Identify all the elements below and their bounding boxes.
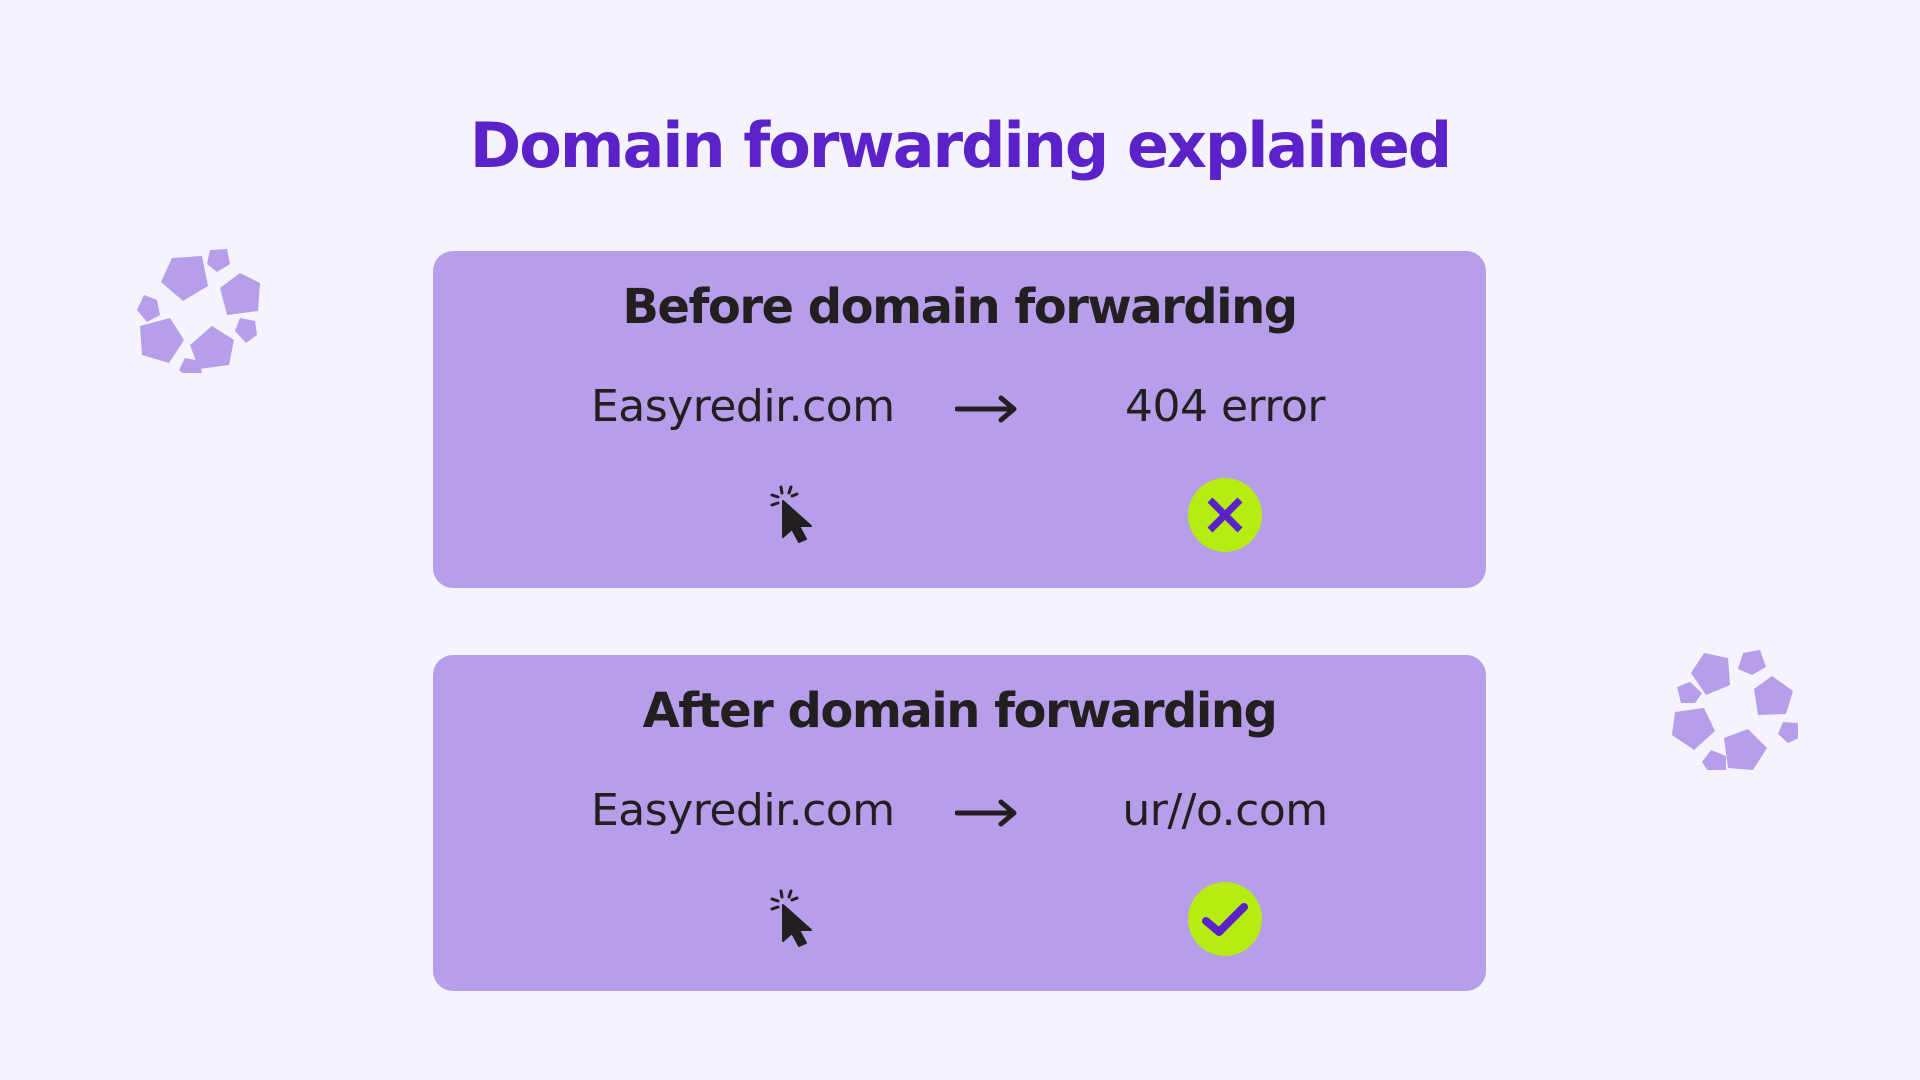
right-arrow-icon bbox=[954, 798, 1019, 828]
card-heading: Before domain forwarding bbox=[622, 279, 1298, 335]
page-title: Domain forwarding explained bbox=[469, 109, 1452, 182]
before-forwarding-card: Before domain forwarding Easyredir.com 4… bbox=[433, 251, 1486, 588]
after-forwarding-card: After domain forwarding Easyredir.com ur… bbox=[433, 655, 1486, 991]
pentagon-cluster-icon bbox=[1668, 640, 1801, 774]
click-cursor-icon bbox=[769, 888, 819, 948]
source-domain: Easyredir.com bbox=[591, 785, 895, 836]
source-domain: Easyredir.com bbox=[591, 381, 895, 432]
checkmark-icon bbox=[1188, 882, 1262, 956]
click-cursor-icon bbox=[769, 484, 819, 544]
pentagon-cluster-icon bbox=[132, 243, 262, 379]
card-heading: After domain forwarding bbox=[642, 683, 1278, 739]
x-mark-icon bbox=[1188, 478, 1262, 552]
destination-domain: ur//o.com bbox=[1122, 785, 1328, 836]
destination-result: 404 error bbox=[1125, 381, 1326, 432]
right-arrow-icon bbox=[954, 394, 1019, 424]
